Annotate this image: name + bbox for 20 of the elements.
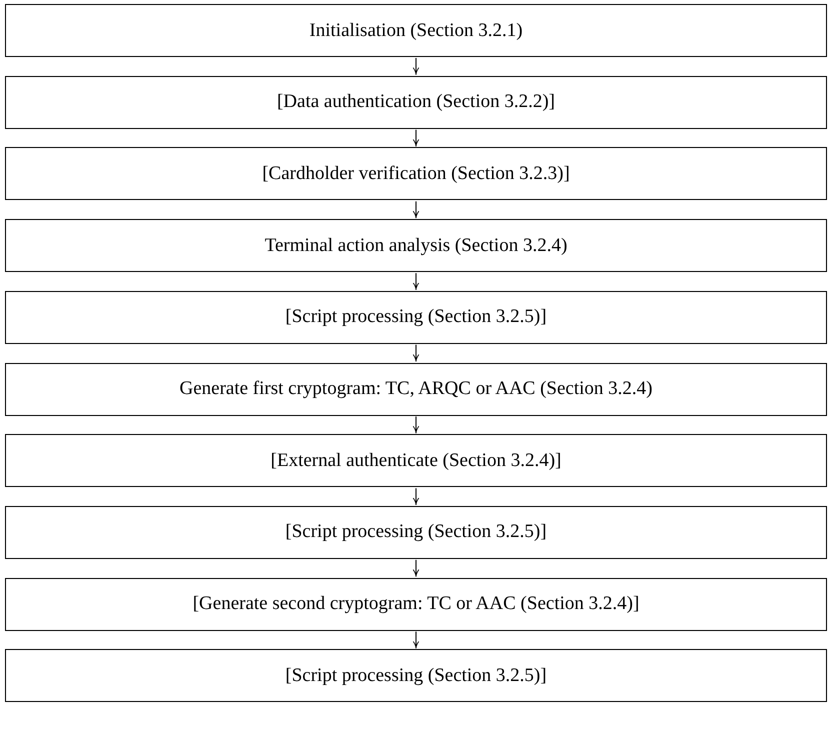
process-box	[5, 506, 827, 559]
box-label: Initialisation (Section 3.2.1)	[309, 20, 523, 42]
process-box	[5, 147, 827, 200]
process-box	[5, 4, 827, 57]
process-box	[5, 76, 827, 129]
box-label: [External authenticate (Section 3.2.4)]	[270, 450, 562, 472]
process-box	[5, 362, 827, 416]
box-label: [Generate second cryptogram: TC or AAC (Section 3.2.4)]	[192, 593, 640, 616]
process-box	[5, 578, 827, 631]
box-label: [Cardholder verification (Section 3.2.3)]	[262, 162, 570, 185]
process-box	[5, 649, 827, 702]
box-label: Generate first cryptogram: TC, ARQC or AAC (Section 3.2.4)	[180, 378, 652, 400]
process-box	[5, 219, 827, 272]
process-box	[5, 290, 827, 344]
process-box	[5, 434, 827, 488]
box-label: Terminal action analysis (Section 3.2.4)	[264, 234, 568, 257]
box-label: [Script processing (Section 3.2.5)]	[285, 664, 547, 687]
box-label: [Script processing (Section 3.2.5)]	[285, 521, 547, 544]
box-label: [Data authentication (Section 3.2.2)]	[276, 91, 556, 114]
box-label: [Script processing (Section 3.2.5)]	[285, 306, 547, 328]
